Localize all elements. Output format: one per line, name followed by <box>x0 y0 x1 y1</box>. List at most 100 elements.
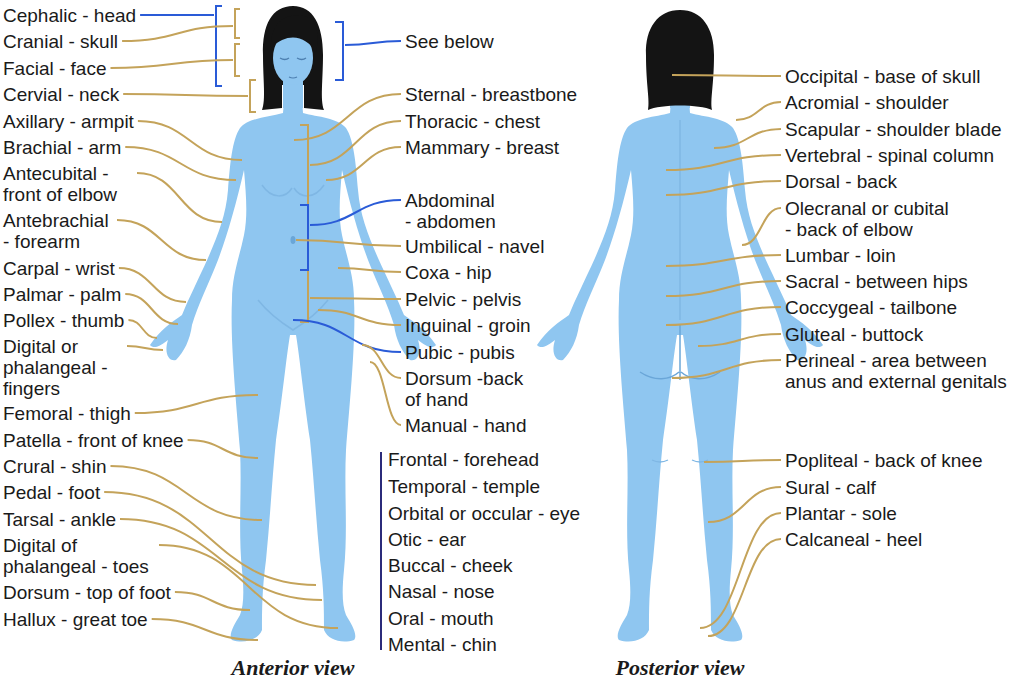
leader-line <box>708 539 781 636</box>
leader-line <box>140 14 214 16</box>
region-label: Gluteal - buttock <box>785 324 923 345</box>
region-label: Oral - mouth <box>388 608 494 629</box>
region-label: Cephalic - head <box>3 5 136 26</box>
region-label: Crural - shin <box>3 456 106 477</box>
region-label: Mammary - breast <box>405 137 559 158</box>
leader-line <box>666 155 781 170</box>
leader-line <box>326 147 401 180</box>
region-label: Sacral - between hips <box>785 271 968 292</box>
leader-line <box>345 41 401 45</box>
region-label: Tarsal - ankle <box>3 509 116 530</box>
region-label: Frontal - forehead <box>388 449 539 470</box>
leader-line <box>318 310 401 325</box>
leader-line <box>188 440 258 458</box>
region-label: Plantar - sole <box>785 503 897 524</box>
leader-line <box>110 466 262 520</box>
leader-line <box>672 75 781 76</box>
region-label: Orbital or occular - eye <box>388 503 580 524</box>
region-label: Vertebral - spinal column <box>785 145 994 166</box>
region-label: Dorsum - top of foot <box>3 582 171 603</box>
region-label: Sternal - breastbone <box>405 84 577 105</box>
region-label: Pollex - thumb <box>3 310 124 331</box>
region-label: Patella - front of knee <box>3 430 184 451</box>
region-label: Dorsum -back of hand <box>405 368 533 410</box>
leader-line <box>293 320 401 352</box>
view-caption: Posterior view <box>616 656 745 680</box>
region-label: Facial - face <box>3 58 106 79</box>
leader-line <box>135 395 258 413</box>
region-label: Cervial - neck <box>3 84 119 105</box>
leader-line <box>137 173 222 222</box>
region-label: See below <box>405 31 494 52</box>
leader-line <box>123 94 248 96</box>
region-label: Pelvic - pelvis <box>405 289 521 310</box>
leader-line <box>666 307 781 325</box>
region-label: Popliteal - back of knee <box>785 450 983 471</box>
leader-line <box>117 220 206 260</box>
region-label: Antecubital - front of elbow <box>3 163 133 205</box>
leader-line <box>742 208 781 245</box>
region-label: Digital or phalangeal - fingers <box>3 336 123 399</box>
region-label: Carpal - wrist <box>3 258 115 279</box>
leader-line <box>666 281 781 296</box>
leader-line <box>119 268 186 302</box>
region-label: Antebrachial - forearm <box>3 210 113 252</box>
leader-line <box>714 129 781 148</box>
leader-line <box>122 26 233 41</box>
leader-line <box>698 334 781 346</box>
leader-line <box>125 294 178 324</box>
region-label: Inguinal - groin <box>405 315 531 336</box>
leader-line <box>175 592 250 610</box>
region-label: Scapular - shoulder blade <box>785 119 1002 140</box>
leader-line <box>296 240 401 246</box>
leader-line <box>704 460 781 462</box>
leader-line <box>127 346 163 350</box>
region-label: Pedal - foot <box>3 482 100 503</box>
view-caption: Anterior view <box>232 656 355 680</box>
region-label: Nasal - nose <box>388 581 495 602</box>
region-label: Umbilical - navel <box>405 236 544 257</box>
region-label: Perineal - area between anus and externa… <box>785 350 1013 392</box>
leader-line <box>666 255 781 266</box>
region-label: Cranial - skull <box>3 31 118 52</box>
region-label: Brachial - arm <box>3 137 121 158</box>
leader-line <box>736 102 781 120</box>
region-label: Sural - calf <box>785 477 876 498</box>
leader-line <box>310 200 401 225</box>
leader-line <box>338 268 401 272</box>
leader-line <box>138 121 242 160</box>
region-label: Mental - chin <box>388 634 497 655</box>
region-label: Otic - ear <box>388 529 466 550</box>
region-label: Dorsal - back <box>785 171 897 192</box>
region-label: Digital of phalangeal - toes <box>3 535 155 577</box>
leader-line <box>128 320 157 338</box>
region-label: Buccal - cheek <box>388 555 513 576</box>
leader-line <box>370 362 401 425</box>
region-label: Hallux - great toe <box>3 609 148 630</box>
region-label: Calcaneal - heel <box>785 529 922 550</box>
region-label: Thoracic - chest <box>405 111 540 132</box>
region-label: Coccygeal - tailbone <box>785 297 957 318</box>
region-label: Pubic - pubis <box>405 342 515 363</box>
leader-line <box>700 513 781 628</box>
leader-line <box>672 360 781 378</box>
leader-line <box>294 94 401 140</box>
leader-line <box>110 60 233 68</box>
region-label: Olecranal or cubital - back of elbow <box>785 198 953 240</box>
leader-line <box>666 181 781 195</box>
region-label: Acromial - shoulder <box>785 92 949 113</box>
region-label: Manual - hand <box>405 415 526 436</box>
leader-line <box>362 345 401 378</box>
region-label: Axillary - armpit <box>3 111 134 132</box>
region-label: Abdominal - abdomen <box>405 190 501 232</box>
region-label: Temporal - temple <box>388 476 540 497</box>
leader-line <box>159 545 338 628</box>
region-label: Occipital - base of skull <box>785 66 980 87</box>
region-label: Lumbar - loin <box>785 245 896 266</box>
leader-line <box>125 147 236 180</box>
region-label: Palmar - palm <box>3 284 121 305</box>
region-label: Femoral - thigh <box>3 403 131 424</box>
leader-line <box>310 298 401 299</box>
leader-line <box>152 619 258 640</box>
